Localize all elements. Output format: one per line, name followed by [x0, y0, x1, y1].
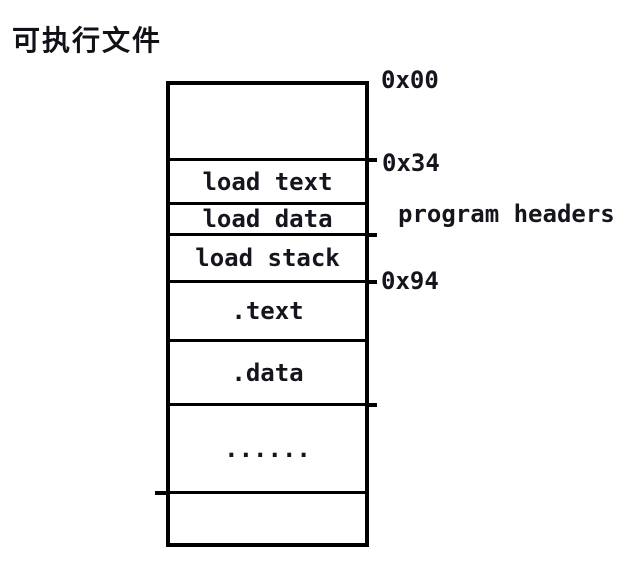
row-load-data-label: load data [202, 205, 333, 233]
tick-offset-0x34 [367, 158, 377, 162]
row-ellipsis-label: ...... [224, 434, 311, 463]
row-load-text-label: load text [202, 167, 333, 196]
row-load-stack: load stack [170, 236, 365, 283]
row-load-text: load text [170, 161, 365, 205]
file-layout-box: load text load data load stack .text .da… [166, 81, 369, 547]
row-data-section: .data [170, 342, 365, 406]
row-ellipsis: ...... [170, 406, 365, 494]
row-data-section-label: .data [231, 358, 304, 387]
offset-label-0x00: 0x00 [381, 66, 439, 94]
offset-label-0x94: 0x94 [381, 267, 439, 295]
tick-offset-0x94 [367, 280, 377, 284]
page-title: 可执行文件 [12, 25, 163, 56]
row-text-section-label: .text [231, 297, 304, 325]
row-tail-empty [170, 494, 365, 543]
program-headers-label: program headers [398, 200, 615, 228]
tick-data-section-boundary [367, 403, 377, 407]
row-elf-header [170, 85, 365, 161]
row-text-section: .text [170, 283, 365, 342]
tick-ellipsis-boundary [155, 491, 168, 495]
offset-label-0x34: 0x34 [382, 149, 440, 177]
row-load-data: load data [170, 205, 365, 236]
row-load-stack-label: load stack [195, 244, 340, 272]
tick-load-data-boundary [367, 233, 377, 237]
